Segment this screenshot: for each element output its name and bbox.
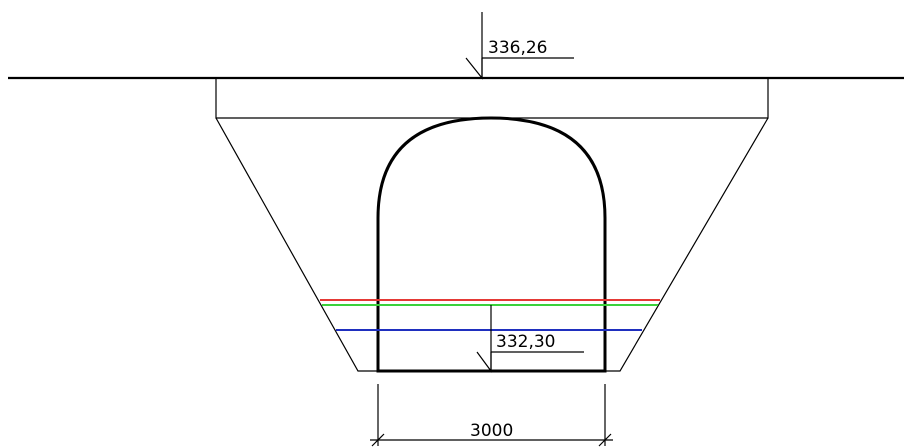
- width-dimension-label: 3000: [470, 421, 513, 441]
- culvert-arch-opening: [376, 116, 607, 373]
- top-elevation-marker: 336,26: [465, 12, 574, 80]
- top-elevation-label: 336,26: [488, 38, 547, 58]
- right-embankment-slope: [605, 117, 769, 372]
- top-slab-outline: [215, 78, 769, 119]
- left-embankment-slope: [215, 117, 378, 372]
- width-dimension: 3000: [370, 384, 613, 447]
- water-elevation-marker: 332,30: [476, 305, 584, 373]
- water-elevation-label: 332,30: [496, 332, 555, 352]
